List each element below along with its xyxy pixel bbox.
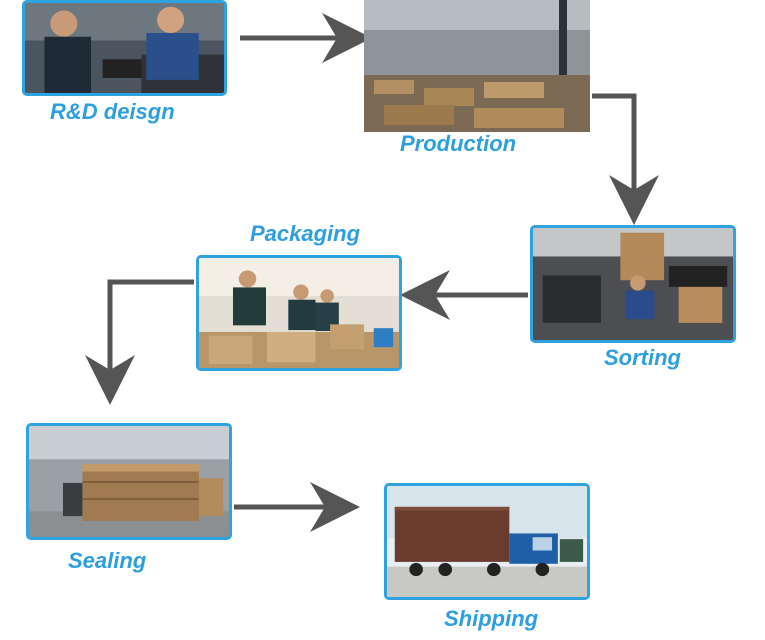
- warehouse-production-floor-photo-icon: [364, 0, 590, 132]
- packaging-label: Packaging: [250, 221, 361, 246]
- shipping-label: Shipping: [444, 606, 539, 631]
- sorting-photo: [530, 225, 736, 343]
- shipping-photo: [384, 483, 590, 600]
- sealed-carton-stacks-photo-icon: [29, 426, 229, 537]
- production-photo: [364, 0, 590, 132]
- sealing-photo: [26, 423, 232, 540]
- sealing-label: Sealing: [68, 548, 147, 573]
- arrow-packaging-to-sealing: [85, 279, 194, 405]
- sorting-label: Sorting: [604, 345, 681, 370]
- rd-photo: [22, 0, 227, 96]
- rd-label: R&D deisgn: [50, 99, 175, 124]
- arrow-production-to-sorting: [592, 93, 659, 225]
- packaging-photo: [196, 255, 402, 371]
- production-label: Production: [400, 131, 517, 156]
- container-truck-photo-icon: [387, 486, 587, 597]
- worker-sorting-parts-photo-icon: [533, 228, 733, 340]
- engineers-at-workbench-photo-icon: [25, 3, 224, 93]
- workers-packing-boxes-photo-icon: [199, 258, 399, 368]
